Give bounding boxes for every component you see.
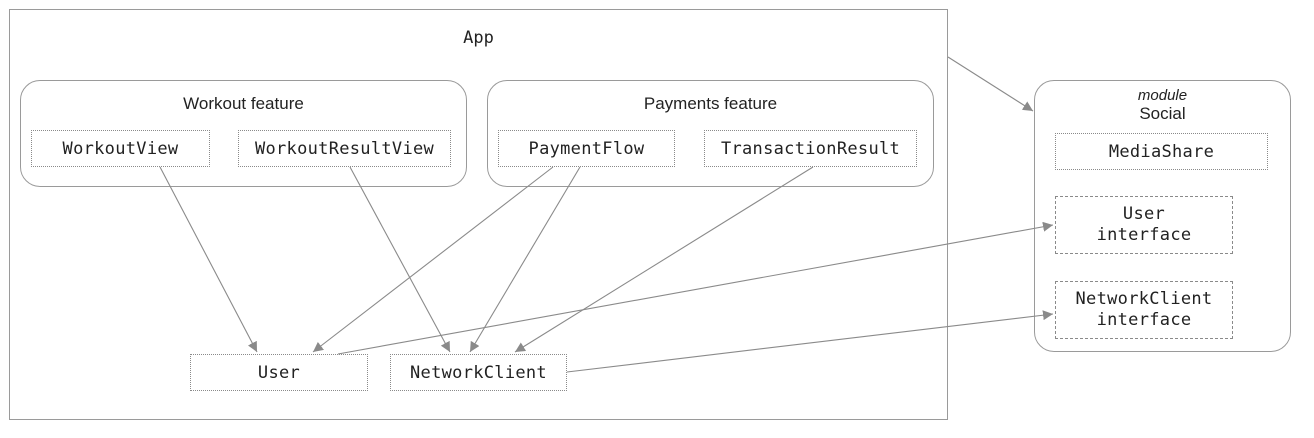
arrow-networkclient-to-networkclient-interface [566,310,1054,373]
payment-flow-box: PaymentFlow [498,130,675,167]
module-kind-label: module [1137,87,1188,104]
arrow-app-to-social-module [947,56,1034,112]
transaction-result-box: TransactionResult [704,130,917,167]
payments-feature-title: Payments feature [643,94,778,113]
arrow-user-to-user-interface [337,221,1054,355]
workout-result-view-box: WorkoutResultView [238,130,451,167]
network-client-interface-box: NetworkClient interface [1055,281,1233,339]
workout-feature-title: Workout feature [183,94,304,113]
user-interface-box: User interface [1055,196,1233,254]
media-share-box: MediaShare [1055,133,1268,170]
arrow-workoutresultview-to-networkclient [349,166,451,353]
app-title: App [463,28,494,48]
network-client-box: NetworkClient [390,354,567,391]
workout-view-box: WorkoutView [31,130,210,167]
arrow-paymentflow-to-user [312,166,554,353]
arrow-paymentflow-to-networkclient [469,166,581,353]
arrow-workoutview-to-user [159,166,258,353]
user-box: User [190,354,368,391]
arrow-transactionresult-to-networkclient [514,166,814,353]
module-name-label: Social [1139,104,1186,123]
